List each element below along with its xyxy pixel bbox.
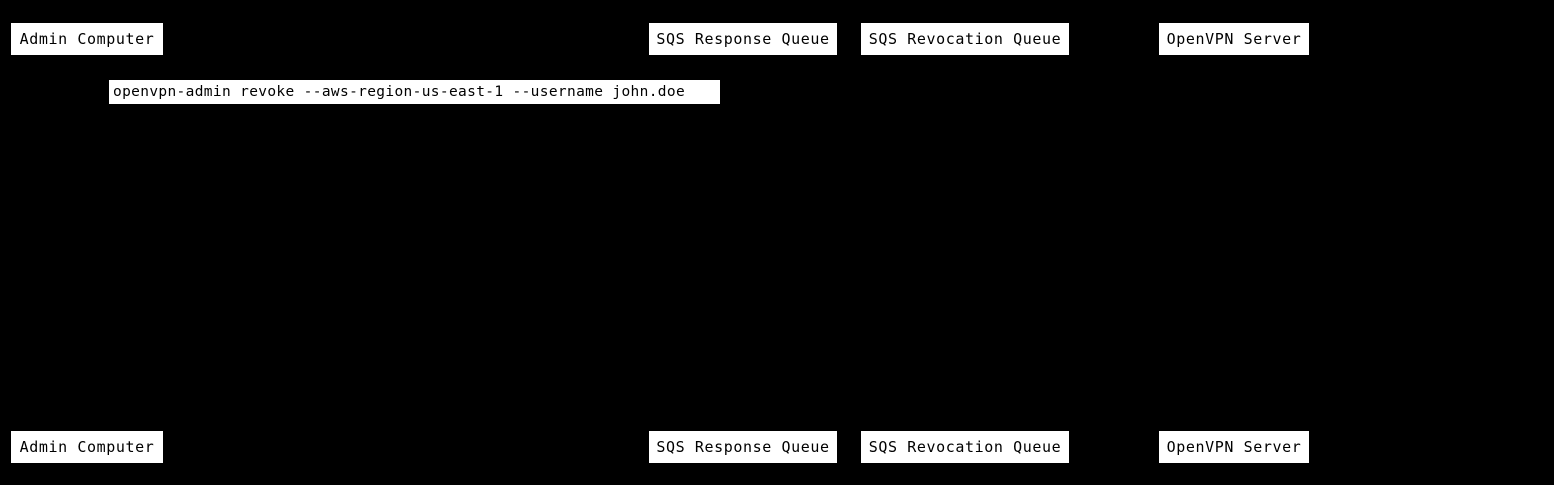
participant-openvpn-server-top[interactable]: OpenVPN Server [1158,22,1310,56]
participant-sqs-revocation-queue-top[interactable]: SQS Revocation Queue [860,22,1070,56]
participant-openvpn-server-bottom[interactable]: OpenVPN Server [1158,430,1310,464]
participant-sqs-revocation-queue-bottom[interactable]: SQS Revocation Queue [860,430,1070,464]
participant-sqs-response-queue-top[interactable]: SQS Response Queue [648,22,838,56]
message-label-revoke-command[interactable]: openvpn-admin revoke --aws-region-us-eas… [108,79,721,105]
lifeline-admin-computer [87,56,88,430]
lifeline-openvpn-server [1234,56,1235,430]
lifeline-sqs-revocation-queue [965,56,966,430]
participant-sqs-response-queue-bottom[interactable]: SQS Response Queue [648,430,838,464]
participant-admin-computer-top[interactable]: Admin Computer [10,22,164,56]
participant-admin-computer-bottom[interactable]: Admin Computer [10,430,164,464]
lifeline-sqs-response-queue [743,56,744,430]
